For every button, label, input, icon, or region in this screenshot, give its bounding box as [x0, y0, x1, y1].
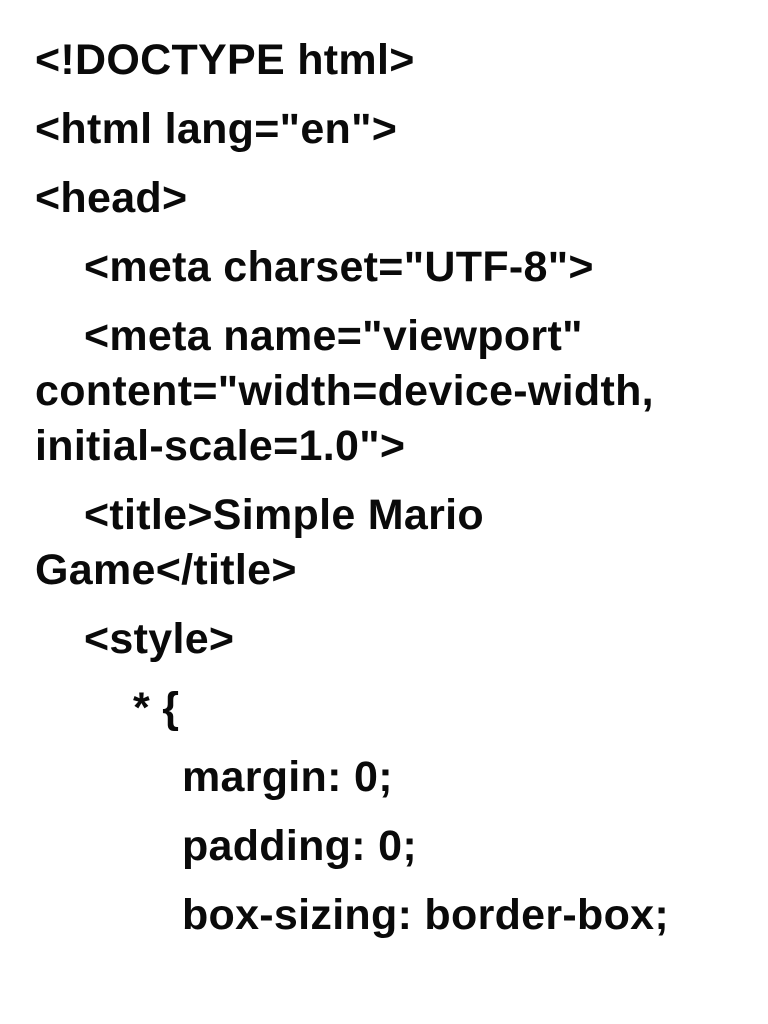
code-line: <head> — [35, 174, 188, 222]
code-line: <meta charset="UTF-8"> — [35, 243, 594, 291]
code-line: <title>Simple Mario — [35, 491, 484, 539]
code-line-wrap: Game</title> — [35, 546, 297, 594]
code-line-wrap: content="width=device-width, — [35, 367, 654, 415]
code-line: box-sizing: border-box; — [35, 891, 669, 939]
code-line: * { — [35, 684, 180, 732]
code-line: padding: 0; — [35, 822, 417, 870]
code-line: <meta name="viewport" — [35, 312, 583, 360]
code-line: <!DOCTYPE html> — [35, 36, 415, 84]
code-listing: <!DOCTYPE html> <html lang="en"> <head> … — [35, 36, 669, 939]
code-line-wrap: initial-scale=1.0"> — [35, 422, 406, 470]
code-line: margin: 0; — [35, 753, 393, 801]
code-line: <html lang="en"> — [35, 105, 398, 153]
code-line: <style> — [35, 615, 235, 663]
